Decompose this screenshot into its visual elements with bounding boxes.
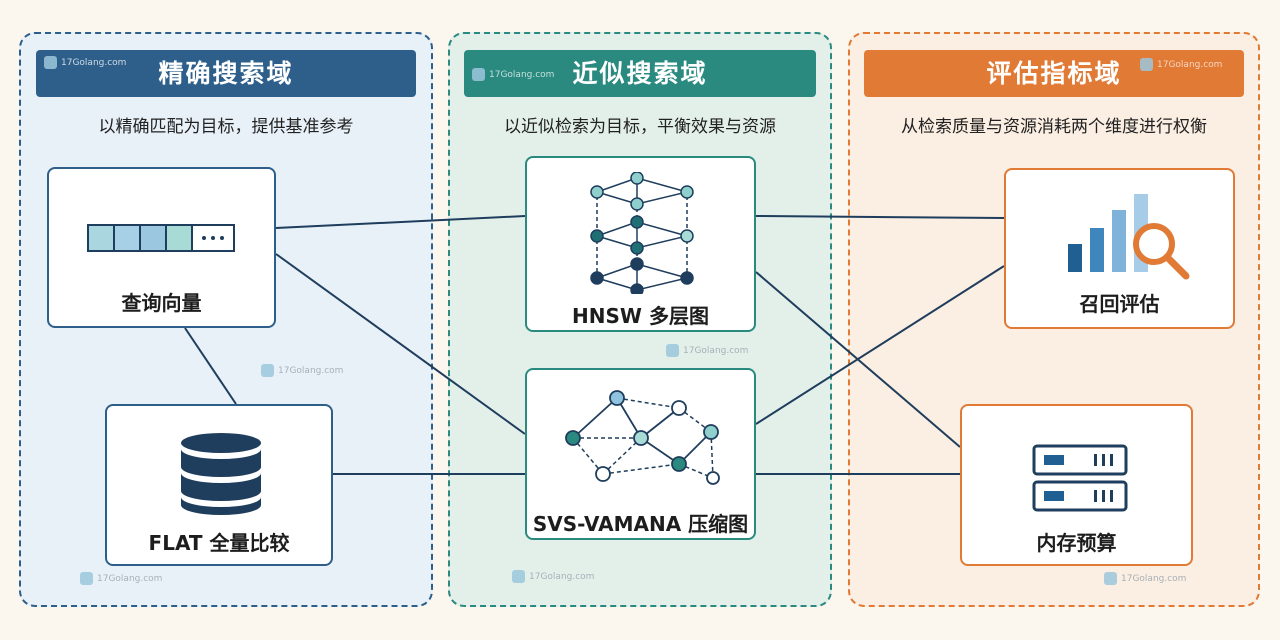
recall-node[interactable]: 召回评估	[1004, 168, 1235, 329]
watermark: 17Golang.com	[512, 570, 594, 583]
server-icon	[1032, 444, 1128, 512]
eval-domain-title: 评估指标域	[864, 50, 1244, 97]
database-icon	[181, 433, 261, 515]
query-vector-label: 查询向量	[121, 291, 202, 315]
exact-domain-title: 精确搜索域	[36, 50, 416, 97]
watermark-logo-icon	[472, 68, 485, 81]
watermark-logo-icon	[512, 570, 525, 583]
edge-hnsw-recall	[755, 215, 1005, 219]
watermark-logo-icon	[1104, 572, 1117, 585]
watermark: 17Golang.com	[1104, 572, 1186, 585]
flat-node[interactable]: FLAT 全量比较	[105, 404, 333, 566]
watermark-logo-icon	[44, 56, 57, 69]
watermark: 17Golang.com	[44, 56, 126, 69]
edge-svs-recall	[755, 265, 1005, 425]
edge-query-flat	[184, 327, 237, 405]
hnsw-label: HNSW 多层图	[572, 304, 709, 328]
watermark-logo-icon	[80, 572, 93, 585]
query-vector-node[interactable]: 查询向量	[47, 167, 276, 328]
hnsw-node[interactable]: HNSW 多层图	[525, 156, 756, 332]
edge-query-svs	[275, 253, 526, 435]
network-graph-icon	[565, 390, 720, 485]
memory-label: 内存预算	[1036, 531, 1117, 555]
watermark: 17Golang.com	[80, 572, 162, 585]
eval-domain-subtitle: 从检索质量与资源消耗两个维度进行权衡	[901, 117, 1207, 137]
watermark: 17Golang.com	[666, 344, 748, 357]
vector-cells-icon	[87, 224, 235, 252]
svs-vamana-node[interactable]: SVS-VAMANA 压缩图	[525, 368, 756, 540]
watermark: 17Golang.com	[472, 68, 554, 81]
watermark: 17Golang.com	[261, 364, 343, 377]
watermark-logo-icon	[666, 344, 679, 357]
svs-vamana-label: SVS-VAMANA 压缩图	[532, 512, 749, 536]
edge-query-hnsw	[275, 215, 526, 229]
exact-domain-subtitle: 以精确匹配为目标，提供基准参考	[98, 117, 354, 137]
watermark: 17Golang.com	[1140, 58, 1222, 71]
approx-domain-title: 近似搜索域	[464, 50, 816, 97]
recall-label: 召回评估	[1079, 292, 1160, 316]
bar-chart-magnifier-icon	[1068, 194, 1190, 280]
memory-node[interactable]: 内存预算	[960, 404, 1193, 566]
layered-graph-icon	[590, 172, 694, 294]
approx-domain-subtitle: 以近似检索为目标，平衡效果与资源	[504, 117, 776, 137]
flat-label: FLAT 全量比较	[148, 531, 290, 555]
watermark-logo-icon	[1140, 58, 1153, 71]
watermark-logo-icon	[261, 364, 274, 377]
